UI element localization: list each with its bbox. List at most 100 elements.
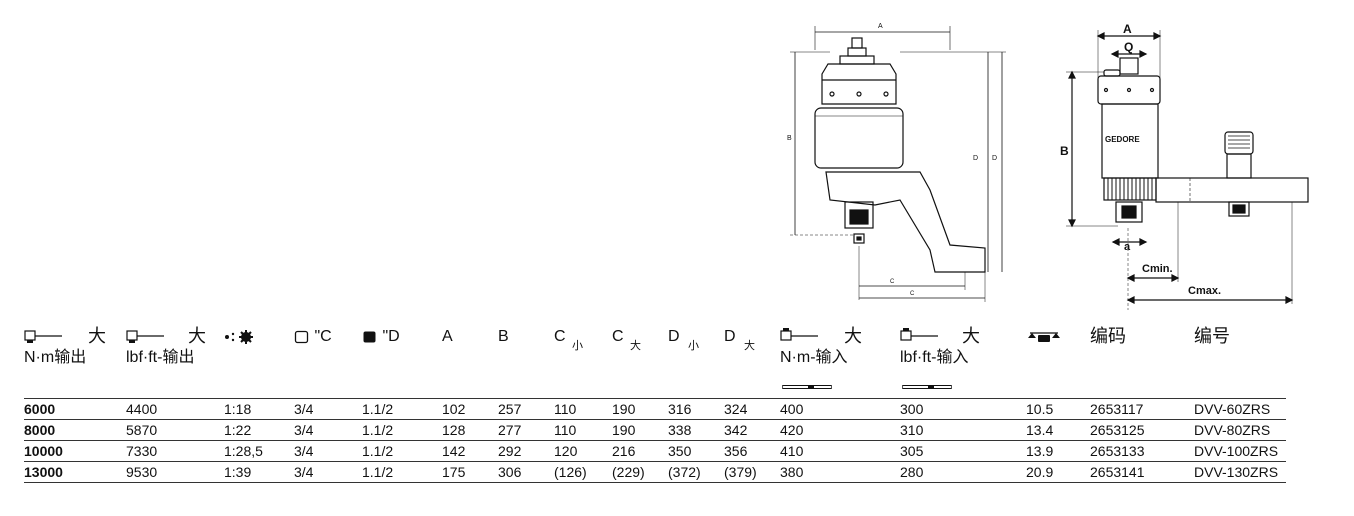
dim-d1-label: D xyxy=(973,155,978,162)
header-out-nm: 大 N·m输出 xyxy=(24,326,106,366)
cell-model: DVV-100ZRS xyxy=(1194,443,1279,459)
cell-sq-in: 3/4 xyxy=(294,464,314,480)
cell-in-lbf: 310 xyxy=(900,422,924,438)
square-filled-icon xyxy=(363,331,376,343)
table-header: 大 N·m输出 大 lbf·ft-输出 "C xyxy=(24,326,1286,398)
cell-out-lbf: 5870 xyxy=(126,422,158,438)
header-d-max: D 大 xyxy=(724,328,755,352)
header-weight xyxy=(1026,328,1062,345)
right-drawing: A Q GEDORE xyxy=(1060,22,1309,310)
header-in-nm: 大 N·m-输入 xyxy=(780,327,862,389)
cell-d-min: 338 xyxy=(668,422,692,438)
cell-in-lbf: 280 xyxy=(900,464,924,480)
cell-weight: 10.5 xyxy=(1026,401,1054,417)
dim-q-label: Q xyxy=(1124,40,1133,54)
cell-out-lbf: 7330 xyxy=(126,443,158,459)
cell-in-nm: 380 xyxy=(780,464,804,480)
cell-code: 2653133 xyxy=(1090,443,1145,459)
spec-table: 大 N·m输出 大 lbf·ft-输出 "C xyxy=(24,326,1286,483)
cell-out-lbf: 9530 xyxy=(126,464,158,480)
cell-weight: 20.9 xyxy=(1026,464,1054,480)
wrench-icon xyxy=(782,385,832,389)
gear-ratio-icon xyxy=(225,329,253,344)
cell-d-max: 356 xyxy=(724,443,748,459)
cell-sq-out: 1.1/2 xyxy=(362,401,394,417)
cell-model: DVV-80ZRS xyxy=(1194,422,1271,438)
header-c-min: C 小 xyxy=(554,328,583,352)
header-c-max: C 大 xyxy=(612,328,641,352)
cell-b: 306 xyxy=(498,464,522,480)
technical-drawings: A B D D xyxy=(770,10,1330,310)
cell-out-nm: 13000 xyxy=(24,464,63,480)
cell-weight: 13.9 xyxy=(1026,443,1054,459)
cell-d-max: (379) xyxy=(724,464,757,480)
cell-b: 292 xyxy=(498,443,522,459)
cell-a: 102 xyxy=(442,401,466,417)
cell-out-nm: 6000 xyxy=(24,401,56,417)
dim-cmin-right-label: Cmin. xyxy=(1142,263,1173,275)
cell-d-min: (372) xyxy=(668,464,701,480)
cell-model: DVV-60ZRS xyxy=(1194,401,1271,417)
cell-ratio: 1:22 xyxy=(224,422,252,438)
header-square-out: "D xyxy=(362,328,400,345)
cell-a: 175 xyxy=(442,464,466,480)
cell-ratio: 1:39 xyxy=(224,464,252,480)
dim-a-label: A xyxy=(878,23,883,30)
header-code: 编码 xyxy=(1090,326,1126,346)
header-in-lbf: 大 lbf·ft-输入 xyxy=(900,327,980,389)
cell-a: 142 xyxy=(442,443,466,459)
dim-b-label: B xyxy=(787,135,792,142)
cell-a: 128 xyxy=(442,422,466,438)
cell-out-lbf: 4400 xyxy=(126,401,158,417)
cell-c-max: 190 xyxy=(612,422,636,438)
cell-d-min: 316 xyxy=(668,401,692,417)
cell-sq-out: 1.1/2 xyxy=(362,443,394,459)
cell-code: 2653117 xyxy=(1090,401,1144,417)
cell-c-min: 110 xyxy=(554,422,577,438)
cell-out-nm: 8000 xyxy=(24,422,56,438)
cell-model: DVV-130ZRS xyxy=(1194,464,1279,480)
header-out-lbf: 大 lbf·ft-输出 xyxy=(126,326,206,366)
cell-ratio: 1:28,5 xyxy=(224,443,263,459)
torque-output-icon xyxy=(24,330,62,343)
dim-cmax-right-label: Cmax. xyxy=(1188,285,1221,297)
header-b: B xyxy=(498,328,509,345)
left-drawing: A B D D xyxy=(787,23,1006,302)
wrench-icon xyxy=(902,385,952,389)
cell-code: 2653141 xyxy=(1090,464,1145,480)
cell-d-min: 350 xyxy=(668,443,692,459)
cell-in-nm: 400 xyxy=(780,401,804,417)
cell-ratio: 1:18 xyxy=(224,401,252,417)
header-a: A xyxy=(442,328,453,345)
dim-b-right-label: B xyxy=(1060,144,1069,158)
multiplier-drawings-svg: A B D D xyxy=(787,22,1309,310)
cell-in-nm: 420 xyxy=(780,422,804,438)
cell-b: 257 xyxy=(498,401,522,417)
header-model: 编号 xyxy=(1194,326,1230,346)
cell-in-lbf: 305 xyxy=(900,443,924,459)
header-square-in: "C xyxy=(294,328,332,345)
cell-sq-in: 3/4 xyxy=(294,401,314,417)
dim-a-right-label: A xyxy=(1123,22,1132,36)
cell-c-max: 190 xyxy=(612,401,636,417)
torque-input-icon xyxy=(780,328,818,341)
header-ratio xyxy=(224,328,256,345)
square-outline-icon xyxy=(294,330,309,343)
dim-small-a-label: a xyxy=(1124,241,1131,253)
cell-out-nm: 10000 xyxy=(24,443,63,459)
cell-in-nm: 410 xyxy=(780,443,804,459)
cell-c-min: 120 xyxy=(554,443,578,459)
cell-c-min: 110 xyxy=(554,401,577,417)
cell-d-max: 342 xyxy=(724,422,748,438)
cell-c-max: 216 xyxy=(612,443,636,459)
dim-cmin-label: C xyxy=(890,279,895,285)
cell-c-max: (229) xyxy=(612,464,645,480)
cell-weight: 13.4 xyxy=(1026,422,1054,438)
cell-in-lbf: 300 xyxy=(900,401,924,417)
brand-label: GEDORE xyxy=(1105,135,1140,144)
cell-sq-out: 1.1/2 xyxy=(362,464,394,480)
cell-code: 2653125 xyxy=(1090,422,1145,438)
